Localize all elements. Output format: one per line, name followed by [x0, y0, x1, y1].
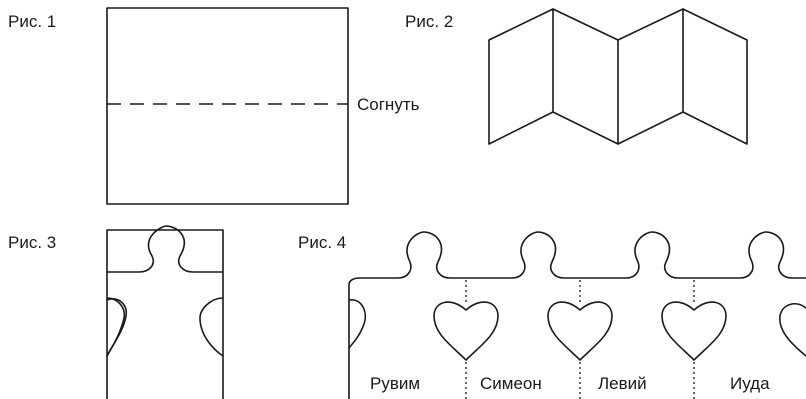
name-label: Рувим: [370, 374, 420, 393]
heart-cutout: [661, 301, 727, 361]
figure-1-label: Рис. 1: [8, 12, 56, 31]
heart-cutout: [433, 301, 499, 361]
left-side-notch: [348, 299, 366, 349]
name-label: Левий: [598, 374, 647, 393]
half-heart-left: [106, 298, 128, 357]
figure-3: Рис. 3: [8, 225, 224, 399]
accordion-folded-paper: [488, 8, 748, 145]
paper-sheet: [106, 7, 349, 205]
name-label: Иуда: [730, 374, 770, 393]
name-label: Симеон: [480, 374, 542, 393]
figure-2-label: Рис. 2: [405, 12, 453, 31]
folded-stack-with-pattern: [106, 225, 224, 399]
figure-4-label: Рис. 4: [298, 233, 346, 252]
paper-chain-outline: [348, 231, 806, 399]
figure-2: Рис. 2: [405, 8, 748, 145]
figure-3-label: Рис. 3: [8, 233, 56, 252]
fold-label: Согнуть: [357, 95, 420, 114]
figure-1: Рис. 1 Согнуть: [8, 7, 420, 205]
heart-cutout-partial: [779, 303, 806, 357]
figure-4: Рис. 4 Рувим Симеон Левий Иуда: [298, 231, 806, 399]
heart-cutout: [547, 301, 613, 361]
